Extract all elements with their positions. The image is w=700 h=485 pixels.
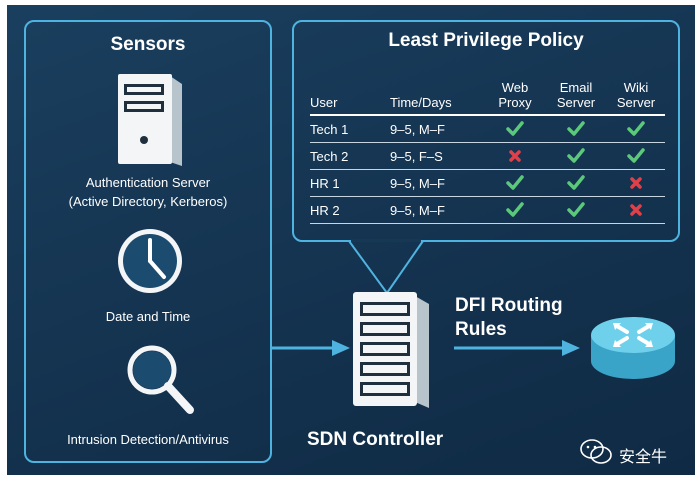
header-wiki-line2: Server <box>616 95 656 110</box>
deny-cross-icon <box>505 146 525 166</box>
row-user: HR 2 <box>310 203 340 218</box>
header-email-server: Email Server <box>550 80 602 110</box>
row-time: 9–5, F–S <box>390 149 443 164</box>
allow-check-icon <box>566 200 586 220</box>
table-body: Tech 1 9–5, M–F Tech 2 9–5, F–S HR 1 9–5, M–F… <box>310 116 665 224</box>
controller-to-router-arrow <box>454 340 580 356</box>
sensors-title: Sensors <box>110 34 186 55</box>
sdn-controller-icon <box>353 292 429 408</box>
row-user: Tech 2 <box>310 149 349 164</box>
policy-title: Least Privilege Policy <box>388 30 584 51</box>
policy-callout-tail <box>348 239 424 295</box>
header-web-line2: Proxy <box>498 95 532 110</box>
table-row: Tech 2 9–5, F–S <box>310 143 665 170</box>
table-row: Tech 1 9–5, M–F <box>310 116 665 143</box>
header-time: Time/Days <box>390 95 452 110</box>
controller-label: SDN Controller <box>307 429 444 450</box>
deny-cross-icon <box>626 200 646 220</box>
row-user: HR 1 <box>310 176 340 191</box>
row-user: Tech 1 <box>310 122 349 137</box>
row-time: 9–5, M–F <box>390 203 445 218</box>
sensors-to-controller-arrow <box>272 340 350 356</box>
wechat-icon <box>580 439 612 464</box>
datetime-caption: Date and Time <box>105 309 191 324</box>
header-user: User <box>310 95 338 110</box>
header-email-line1: Email <box>559 80 593 95</box>
watermark-text: 安全牛 <box>619 447 668 466</box>
sensors-panel: Sensors Authentication Server (Active Di… <box>24 20 272 463</box>
deny-cross-icon <box>626 173 646 193</box>
clock-icon <box>118 229 182 293</box>
routing-label-line1: DFI Routing <box>455 295 563 316</box>
routing-label-line2: Rules <box>455 319 507 340</box>
allow-check-icon <box>566 146 586 166</box>
allow-check-icon <box>505 173 525 193</box>
header-web-line1: Web <box>501 80 529 95</box>
allow-check-icon <box>566 173 586 193</box>
policy-panel: Least Privilege Policy User Time/Days We… <box>292 20 680 242</box>
policy-table: User Time/Days Web Proxy Email Server Wi… <box>310 72 665 224</box>
table-row: HR 2 9–5, M–F <box>310 197 665 224</box>
ids-caption: Intrusion Detection/Antivirus <box>67 432 229 447</box>
row-time: 9–5, M–F <box>390 176 445 191</box>
allow-check-icon <box>505 200 525 220</box>
router-icon <box>591 317 675 379</box>
auth-caption-line1: Authentication Server <box>85 175 211 190</box>
header-wiki-server: Wiki Server <box>610 80 662 110</box>
table-header: User Time/Days Web Proxy Email Server Wi… <box>310 72 665 116</box>
allow-check-icon <box>505 119 525 139</box>
row-time: 9–5, M–F <box>390 122 445 137</box>
header-wiki-line1: Wiki <box>623 80 649 95</box>
header-web-proxy: Web Proxy <box>490 80 540 110</box>
header-email-line2: Server <box>556 95 596 110</box>
authentication-server-icon <box>118 74 182 166</box>
allow-check-icon <box>626 146 646 166</box>
allow-check-icon <box>566 119 586 139</box>
magnifier-icon <box>127 345 194 414</box>
auth-caption-line2: (Active Directory, Kerberos) <box>68 194 228 209</box>
diagram-canvas: Sensors Authentication Server (Active Di… <box>7 5 695 475</box>
table-row: HR 1 9–5, M–F <box>310 170 665 197</box>
allow-check-icon <box>626 119 646 139</box>
